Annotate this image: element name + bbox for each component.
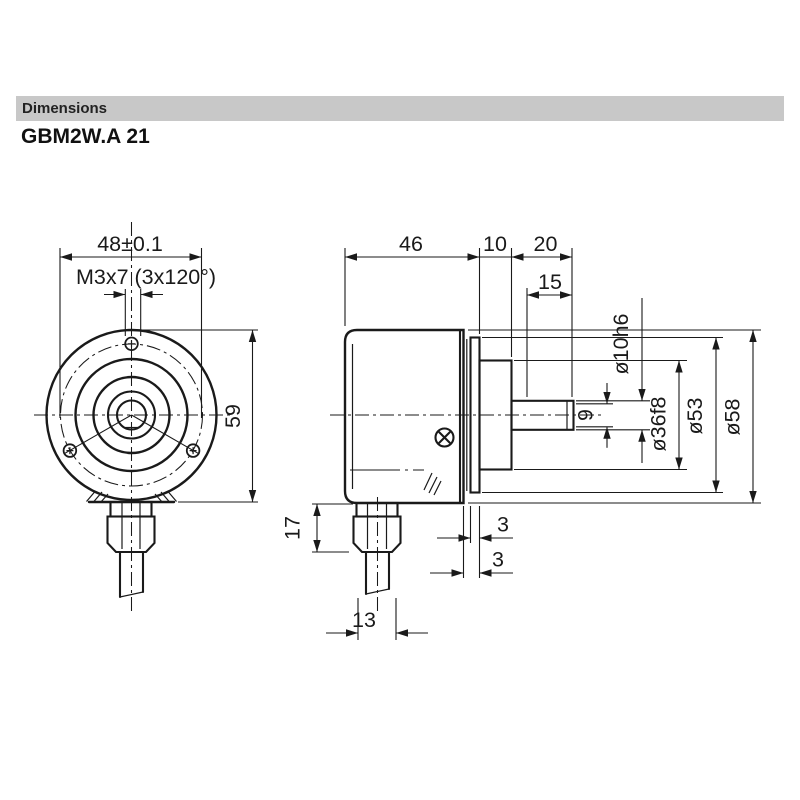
cable-gland-side (352, 501, 402, 596)
body-corner-hatch (423, 472, 442, 496)
dim-bolt-circle: 48±0.1 (59, 232, 203, 418)
dim-flange-thickness-label: 3 (492, 548, 504, 572)
housing-screw (434, 427, 455, 448)
dim-height-label: 59 (221, 404, 245, 428)
dim-gland-height-label: 17 (281, 516, 305, 540)
dim-flange-diameter: ø53 (683, 337, 720, 493)
dim-shaft-usable-label: 15 (538, 270, 562, 294)
dim-shaft-flat-label: 9 (574, 409, 598, 421)
section-header-label: Dimensions (22, 100, 108, 117)
dim-depth-chain: 46 10 20 (344, 232, 573, 397)
dim-thread-label: M3x7 (3x120°) (76, 265, 216, 289)
dim-body-diameter-label: ø58 (721, 398, 745, 435)
screw-hole-top (124, 336, 139, 352)
radial-line-left (63, 414, 132, 455)
section-header-bar: Dimensions (16, 96, 784, 121)
dim-shaft-diameter-label: ø10h6 (609, 313, 633, 374)
dim-spigot-diameter-label: ø36f8 (647, 396, 671, 451)
dim-flange-depth-label: 10 (483, 232, 507, 256)
dim-shaft-flat: 9 (574, 383, 611, 448)
dim-bolt-circle-label: 48±0.1 (97, 232, 163, 256)
collar-circle (92, 375, 171, 455)
radial-line-right (131, 414, 200, 455)
side-view-drawing: 46 10 20 15 9 (281, 232, 761, 640)
screw-hole-bottom-left (62, 443, 78, 458)
dim-mounting-thread: M3x7 (3x120°) (76, 265, 216, 336)
dim-flange-thickness-pair: 3 3 (430, 506, 513, 578)
dim-gland-width: 13 (326, 598, 428, 640)
front-view-drawing: 48±0.1 M3x7 (3x120°) 59 (34, 222, 258, 612)
dim-shaft-length-label: 20 (534, 232, 558, 256)
diameter-extension-lines (468, 329, 761, 504)
dim-body-depth-label: 46 (399, 232, 423, 256)
flat-transition-hatch-left (86, 491, 109, 503)
dim-body-diameter: ø58 (721, 330, 757, 503)
cable-cut-line (119, 591, 144, 598)
shaft (510, 399, 575, 431)
housing-body-outline (343, 328, 465, 505)
dim-housing-height: 59 (140, 329, 258, 503)
spigot-circle (74, 357, 189, 473)
dim-flange-diameter-label: ø53 (683, 397, 707, 434)
hub-circle (106, 390, 157, 440)
housing-outline-circle (45, 328, 218, 502)
dim-spigot-diameter: ø36f8 (647, 360, 683, 470)
cable-gland-front (106, 500, 156, 599)
dim-shaft-diameter: ø10h6 (609, 298, 646, 463)
shaft-hole-circle (115, 399, 148, 431)
cable-cut-line-side (365, 588, 390, 595)
flat-transition-hatch-right (154, 491, 177, 503)
dim-gland-height: 17 (281, 503, 353, 553)
dim-gland-width-label: 13 (352, 608, 376, 632)
product-title: GBM2W.A 21 (21, 125, 150, 148)
screw-hole-bottom-right (185, 443, 201, 458)
dim-shaft-usable: 15 (527, 270, 572, 299)
dim-gap-label: 3 (497, 513, 509, 537)
